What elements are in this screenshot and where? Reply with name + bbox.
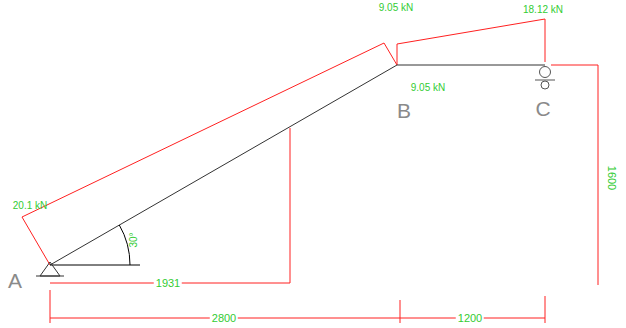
load-diagram [22,19,545,265]
point-name: A [8,270,22,291]
dimension-lines [50,65,598,323]
roller-support [540,67,551,78]
point-name: C [535,98,550,119]
load-value: 9.05 kN [379,3,413,13]
inclined-load [22,43,397,265]
load-value: 20.1 kN [13,201,47,211]
dim-tick [50,290,51,323]
load-value: 18.12 kN [523,5,563,15]
support-ground [36,276,64,277]
beam-line [50,65,545,265]
load-value: 9.05 kN [411,83,445,93]
dim-tick [545,296,546,323]
angle-reference [50,265,140,266]
angle-value: 30° [129,232,139,247]
dim-tick [400,300,401,323]
dim-line [551,65,598,66]
pin-support [40,262,60,276]
point-name: B [397,100,411,121]
dimension-value: 1931 [154,278,182,289]
frame [36,65,555,276]
dim-line [598,65,599,285]
dimension-value: 1200 [456,313,484,324]
support-ground [535,80,555,81]
dimension-value: 1600 [606,164,617,192]
horizontal-load [397,19,545,65]
dim-line [290,128,291,283]
roller-support [541,81,549,89]
dimension-value: 2800 [210,313,238,324]
